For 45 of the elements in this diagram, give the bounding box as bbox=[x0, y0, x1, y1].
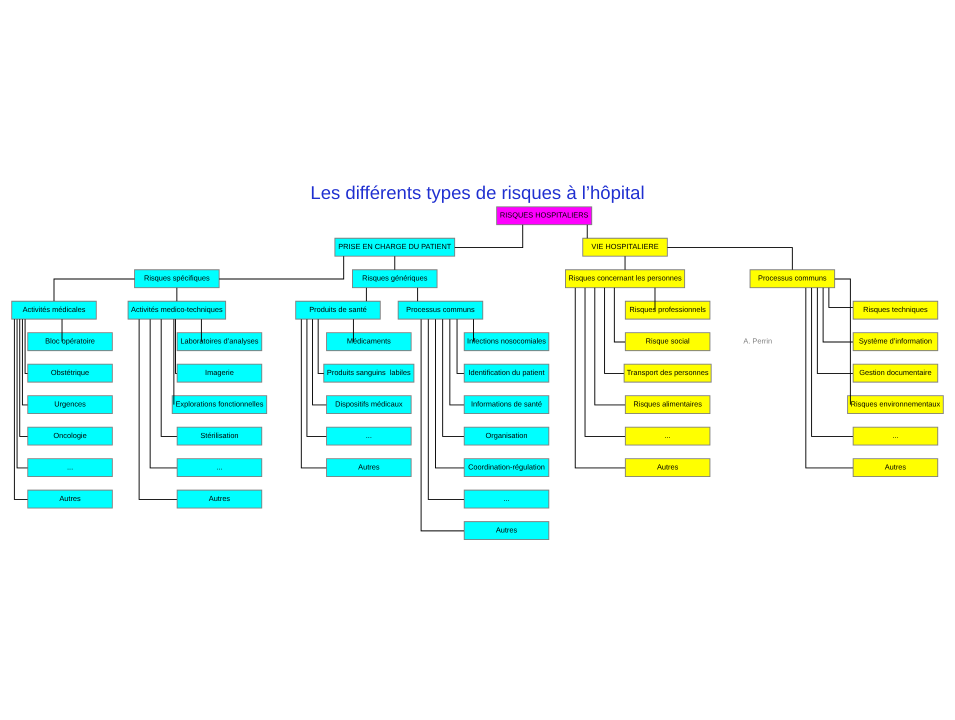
connector bbox=[594, 286, 626, 405]
connector bbox=[828, 286, 854, 308]
connector bbox=[805, 286, 854, 468]
connector bbox=[138, 318, 178, 500]
connector bbox=[160, 318, 178, 436]
connector bbox=[456, 318, 464, 374]
connector bbox=[318, 318, 324, 374]
connector bbox=[811, 286, 854, 436]
connector bbox=[19, 318, 28, 436]
connector bbox=[604, 286, 624, 374]
connector bbox=[442, 318, 464, 436]
connector bbox=[417, 286, 418, 302]
connector bbox=[366, 286, 367, 302]
connector bbox=[175, 318, 178, 374]
connector bbox=[473, 318, 474, 342]
connector bbox=[54, 278, 135, 302]
connector bbox=[667, 246, 793, 270]
connector bbox=[24, 318, 28, 374]
connector bbox=[420, 318, 464, 531]
connector bbox=[394, 255, 396, 270]
connector bbox=[449, 318, 464, 405]
connector bbox=[16, 318, 28, 468]
connector bbox=[150, 318, 178, 468]
diagram-title: Les différents types de risques à l’hôpital bbox=[310, 181, 645, 202]
connector bbox=[614, 286, 626, 342]
connector bbox=[173, 318, 174, 405]
connector bbox=[428, 318, 464, 500]
connector bbox=[22, 318, 28, 405]
connector bbox=[312, 318, 327, 405]
connector bbox=[306, 318, 327, 436]
connector bbox=[300, 318, 327, 468]
connector bbox=[435, 318, 464, 468]
connector bbox=[176, 286, 178, 302]
connector bbox=[624, 255, 626, 270]
connector bbox=[200, 318, 202, 342]
connector bbox=[574, 286, 626, 468]
connector bbox=[586, 224, 588, 238]
connector bbox=[834, 278, 851, 405]
connector bbox=[218, 255, 344, 279]
connector bbox=[654, 286, 656, 310]
connector bbox=[454, 224, 524, 248]
connector bbox=[584, 286, 626, 436]
connector bbox=[822, 286, 854, 342]
connector bbox=[352, 318, 354, 342]
connector bbox=[816, 286, 854, 374]
